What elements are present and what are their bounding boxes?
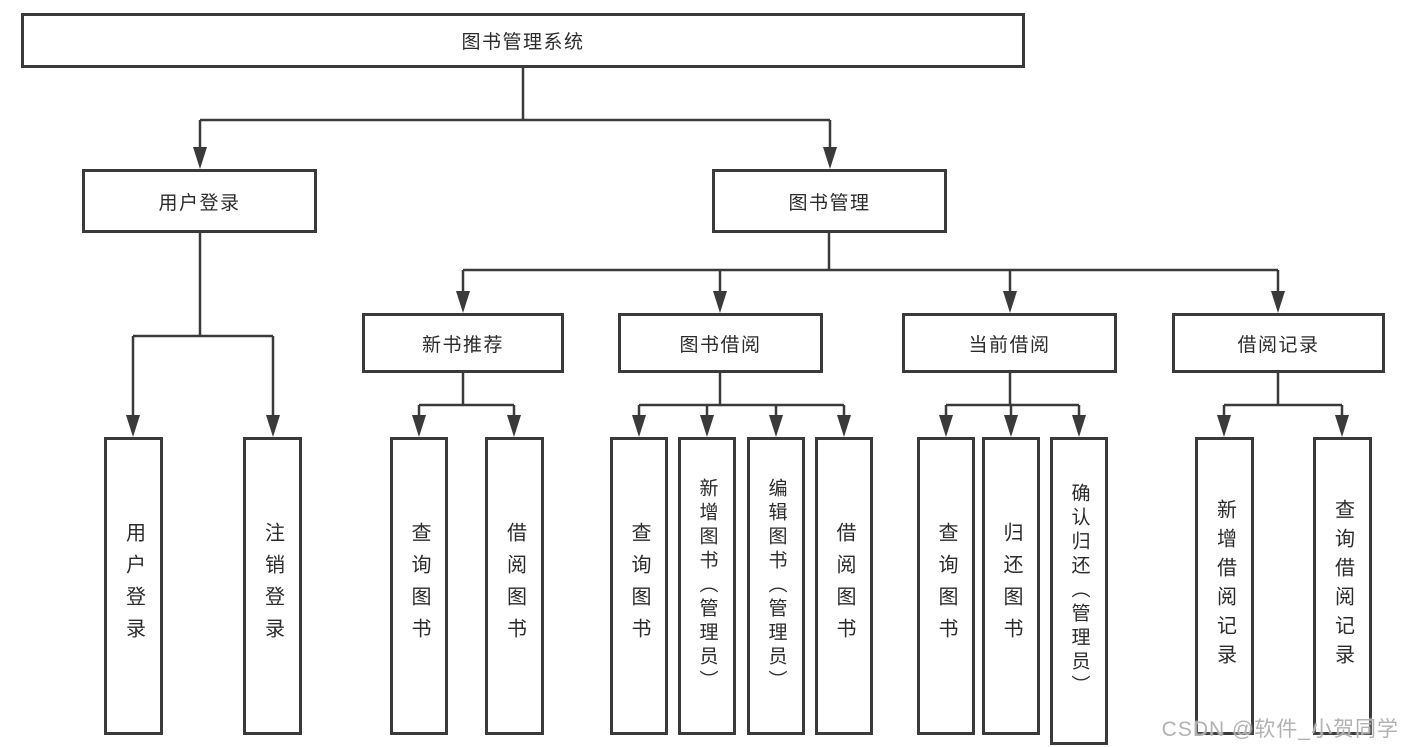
node-new-book-recommend: 新书推荐 <box>362 313 564 373</box>
arrow-icon <box>769 415 783 437</box>
connector-root-split <box>198 68 832 148</box>
arrow-icon <box>700 415 714 437</box>
node-leaf-confirm-return-admin-label: 确认归还（管理员） <box>1068 483 1090 699</box>
node-leaf-logout-label: 注销登录 <box>261 522 284 650</box>
node-leaf-add-books-admin: 新增图书（管理员） <box>678 437 736 735</box>
arrow-icon <box>713 291 727 313</box>
node-borrow-records: 借阅记录 <box>1172 313 1385 373</box>
node-root: 图书管理系统 <box>21 13 1025 68</box>
node-leaf-query-books-1-label: 查询图书 <box>408 522 430 650</box>
node-leaf-confirm-return-admin: 确认归还（管理员） <box>1050 437 1108 745</box>
node-leaf-borrow-books-1-label: 借阅图书 <box>503 522 526 650</box>
node-user-login-label: 用户登录 <box>158 192 241 214</box>
node-leaf-edit-books-admin-label: 编辑图书（管理员） <box>765 478 787 694</box>
node-leaf-query-books-2-label: 查询图书 <box>628 522 650 650</box>
arrow-icon <box>632 415 646 437</box>
arrow-icon <box>837 415 851 437</box>
arrow-icon <box>1004 415 1018 437</box>
node-leaf-query-borrow-record-label: 查询借阅记录 <box>1331 499 1354 673</box>
node-book-management-label: 图书管理 <box>788 192 871 214</box>
node-current-borrow-label: 当前借阅 <box>968 334 1051 356</box>
arrow-icon <box>126 415 140 437</box>
node-leaf-add-borrow-record-label: 新增借阅记录 <box>1213 499 1236 673</box>
node-leaf-return-books: 归还图书 <box>982 437 1040 735</box>
node-book-borrow-label: 图书借阅 <box>679 334 762 356</box>
arrow-icon <box>412 415 426 437</box>
arrow-icon <box>193 147 207 169</box>
node-leaf-query-books-1: 查询图书 <box>390 437 448 735</box>
node-leaf-query-borrow-record: 查询借阅记录 <box>1313 437 1372 735</box>
arrow-icon <box>1335 415 1349 437</box>
arrow-icon <box>1072 415 1086 437</box>
node-root-label: 图书管理系统 <box>461 32 585 53</box>
node-leaf-user-login: 用户登录 <box>104 437 163 735</box>
node-leaf-return-books-label: 归还图书 <box>1000 522 1022 650</box>
node-leaf-edit-books-admin: 编辑图书（管理员） <box>747 437 805 735</box>
node-book-borrow: 图书借阅 <box>618 313 823 373</box>
node-new-book-recommend-label: 新书推荐 <box>421 334 504 356</box>
node-leaf-add-borrow-record: 新增借阅记录 <box>1195 437 1254 735</box>
node-leaf-borrow-books-2: 借阅图书 <box>815 437 873 735</box>
node-leaf-query-books-3: 查询图书 <box>917 437 975 735</box>
node-leaf-add-books-admin-label: 新增图书（管理员） <box>696 478 718 694</box>
arrow-icon <box>823 147 837 169</box>
node-leaf-borrow-books-1: 借阅图书 <box>485 437 544 735</box>
arrow-icon <box>1003 291 1017 313</box>
connector-book-management-split <box>461 233 1280 292</box>
connector-borrow-records-split <box>1222 373 1344 416</box>
node-leaf-user-login-label: 用户登录 <box>122 522 145 650</box>
arrow-icon <box>1271 291 1285 313</box>
arrow-icon <box>1217 415 1231 437</box>
arrow-icon <box>266 415 280 437</box>
arrowheads <box>126 147 1349 437</box>
connector-current-borrow-split <box>944 373 1081 416</box>
connector-new-book-split <box>417 373 516 416</box>
arrow-icon <box>456 291 470 313</box>
node-user-login: 用户登录 <box>82 169 317 233</box>
arrow-icon <box>507 415 521 437</box>
connector-book-borrow-split <box>637 373 846 416</box>
node-leaf-query-books-2: 查询图书 <box>610 437 668 735</box>
node-book-management: 图书管理 <box>712 169 947 233</box>
node-borrow-records-label: 借阅记录 <box>1237 334 1320 356</box>
node-leaf-query-books-3-label: 查询图书 <box>935 522 957 650</box>
arrow-icon <box>939 415 953 437</box>
node-leaf-borrow-books-2-label: 借阅图书 <box>833 522 855 650</box>
node-leaf-logout: 注销登录 <box>243 437 302 735</box>
csdn-watermark: CSDN @软件_小贺同学 <box>1161 718 1399 741</box>
node-current-borrow: 当前借阅 <box>902 313 1117 373</box>
connector-user-login-split <box>131 233 275 416</box>
